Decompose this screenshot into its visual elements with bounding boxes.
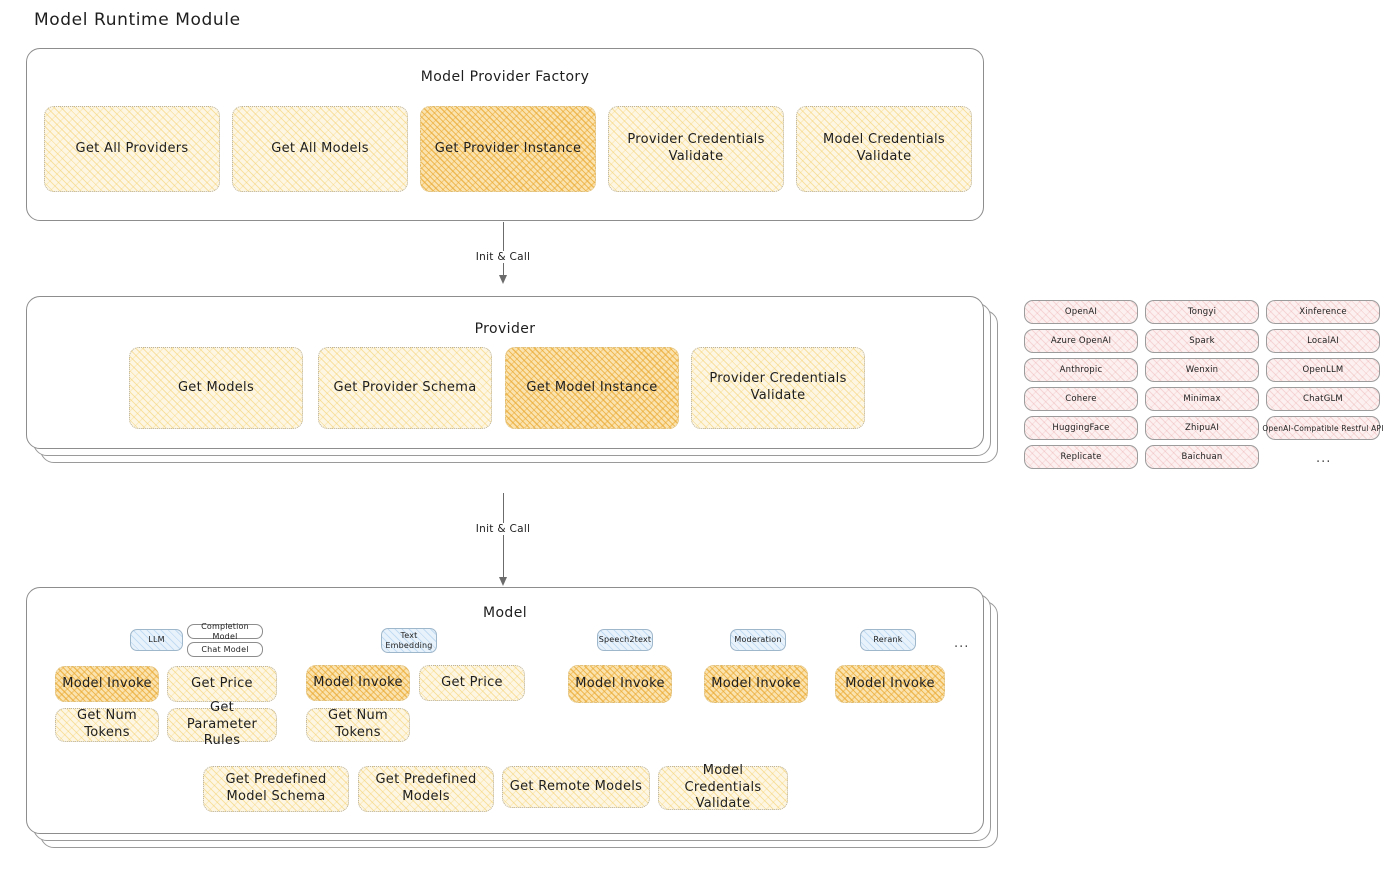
arrow-head-icon bbox=[499, 275, 507, 284]
provider-pill-replicate[interactable]: Replicate bbox=[1024, 445, 1138, 469]
node-get-all-providers[interactable]: Get All Providers bbox=[44, 106, 220, 192]
provider-pill-zhipuai[interactable]: ZhipuAI bbox=[1145, 416, 1259, 440]
model-provider-factory-title: Model Provider Factory bbox=[420, 69, 590, 85]
provider-list: OpenAI Azure OpenAI Anthropic Cohere Hug… bbox=[1024, 300, 1383, 475]
node-provider-credentials-validate-2[interactable]: Provider Credentials Validate bbox=[691, 347, 865, 429]
model-section: Model LLM Completion Model Chat Model Mo… bbox=[26, 587, 998, 848]
arrow-line bbox=[503, 493, 504, 579]
node-get-predefined-models[interactable]: Get Predefined Models bbox=[358, 766, 494, 812]
provider-list-more-ellipsis: ... bbox=[1316, 451, 1332, 466]
node-get-model-instance[interactable]: Get Model Instance bbox=[505, 347, 679, 429]
arrow-label-init-call: Init & Call bbox=[471, 523, 535, 535]
provider-pill-openai-compatible-restful-api[interactable]: OpenAI-Compatible Restful API bbox=[1262, 416, 1383, 440]
node-rerank-model-invoke[interactable]: Model Invoke bbox=[835, 665, 945, 703]
provider-pill-azure-openai[interactable]: Azure OpenAI bbox=[1024, 329, 1138, 353]
provider-pill-tongyi[interactable]: Tongyi bbox=[1145, 300, 1259, 324]
provider-pill-openllm[interactable]: OpenLLM bbox=[1266, 358, 1380, 382]
node-llm-model-invoke[interactable]: Model Invoke bbox=[55, 666, 159, 702]
provider-pill-localai[interactable]: LocalAI bbox=[1266, 329, 1380, 353]
provider-pill-openai[interactable]: OpenAI bbox=[1024, 300, 1138, 324]
model-provider-factory-section: Model Provider Factory Get All Providers… bbox=[26, 48, 984, 221]
provider-pill-anthropic[interactable]: Anthropic bbox=[1024, 358, 1138, 382]
provider-section: Provider Get Models Get Provider Schema … bbox=[26, 296, 998, 463]
node-get-all-models[interactable]: Get All Models bbox=[232, 106, 408, 192]
provider-pill-spark[interactable]: Spark bbox=[1145, 329, 1259, 353]
provider-panel: Provider Get Models Get Provider Schema … bbox=[26, 296, 984, 449]
provider-pill-xinference[interactable]: Xinference bbox=[1266, 300, 1380, 324]
model-subtag-chat-model[interactable]: Chat Model bbox=[187, 642, 263, 657]
provider-pill-chatglm[interactable]: ChatGLM bbox=[1266, 387, 1380, 411]
node-text-embedding-get-price[interactable]: Get Price bbox=[419, 665, 525, 701]
model-type-tag-speech2text[interactable]: Speech2text bbox=[597, 629, 653, 651]
arrow-label-init-call: Init & Call bbox=[471, 251, 535, 263]
node-get-predefined-model-schema[interactable]: Get Predefined Model Schema bbox=[203, 766, 349, 812]
node-get-remote-models[interactable]: Get Remote Models bbox=[502, 766, 650, 808]
node-llm-get-parameter-rules[interactable]: Get Parameter Rules bbox=[167, 700, 277, 748]
provider-pill-huggingface[interactable]: HuggingFace bbox=[1024, 416, 1138, 440]
node-moderation-model-invoke[interactable]: Model Invoke bbox=[704, 665, 808, 703]
node-get-provider-instance[interactable]: Get Provider Instance bbox=[420, 106, 596, 192]
node-llm-get-price[interactable]: Get Price bbox=[167, 666, 277, 702]
model-subtag-completion-model[interactable]: Completion Model bbox=[187, 622, 263, 641]
model-panel: Model LLM Completion Model Chat Model Mo… bbox=[26, 587, 984, 834]
model-groups-more-ellipsis: ... bbox=[954, 636, 970, 651]
model-type-tag-text-embedding[interactable]: Text Embedding bbox=[381, 628, 437, 653]
model-type-tag-moderation[interactable]: Moderation bbox=[730, 629, 786, 651]
page-title: Model Runtime Module bbox=[34, 10, 241, 30]
node-llm-get-num-tokens[interactable]: Get Num Tokens bbox=[55, 708, 159, 742]
provider-pill-wenxin[interactable]: Wenxin bbox=[1145, 358, 1259, 382]
node-text-embedding-get-num-tokens[interactable]: Get Num Tokens bbox=[306, 708, 410, 742]
arrow-head-icon bbox=[499, 577, 507, 586]
node-text-embedding-model-invoke[interactable]: Model Invoke bbox=[306, 665, 410, 701]
node-model-credentials-validate[interactable]: Model Credentials Validate bbox=[796, 106, 972, 192]
provider-pill-minimax[interactable]: Minimax bbox=[1145, 387, 1259, 411]
model-type-tag-llm[interactable]: LLM bbox=[130, 629, 183, 651]
arrow-line bbox=[503, 222, 504, 277]
model-type-tag-rerank[interactable]: Rerank bbox=[860, 629, 916, 651]
node-get-provider-schema[interactable]: Get Provider Schema bbox=[318, 347, 492, 429]
provider-pill-cohere[interactable]: Cohere bbox=[1024, 387, 1138, 411]
provider-pill-baichuan[interactable]: Baichuan bbox=[1145, 445, 1259, 469]
model-provider-factory-panel: Model Provider Factory Get All Providers… bbox=[26, 48, 984, 221]
node-speech2text-model-invoke[interactable]: Model Invoke bbox=[568, 665, 672, 703]
model-title: Model bbox=[482, 605, 528, 621]
node-model-credentials-validate-2[interactable]: Model Credentials Validate bbox=[658, 763, 788, 811]
node-get-models[interactable]: Get Models bbox=[129, 347, 303, 429]
node-provider-credentials-validate[interactable]: Provider Credentials Validate bbox=[608, 106, 784, 192]
provider-title: Provider bbox=[474, 321, 536, 337]
